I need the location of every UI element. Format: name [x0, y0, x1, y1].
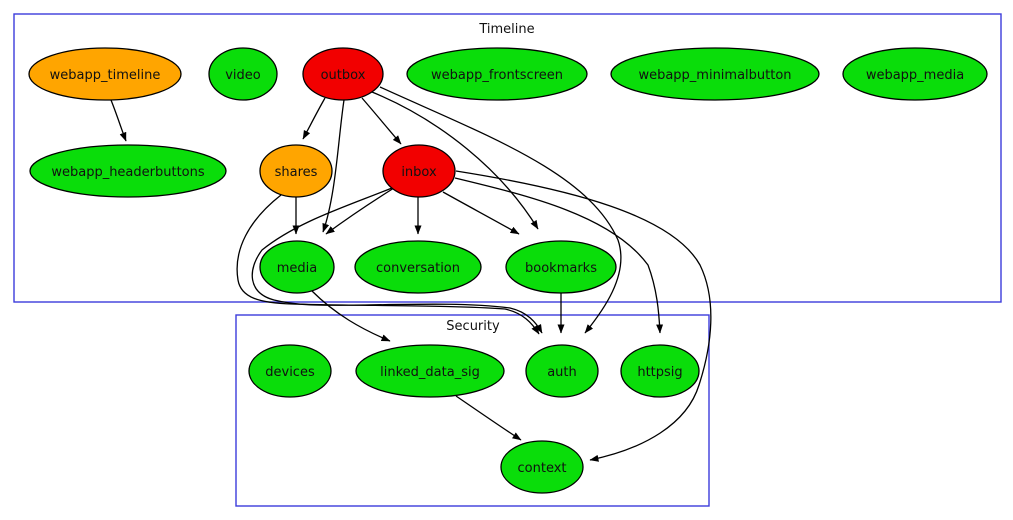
cluster-security-label: Security: [446, 319, 500, 334]
node-auth-label: auth: [547, 365, 577, 380]
node-shares-label: shares: [275, 165, 318, 180]
node-httpsig-label: httpsig: [637, 365, 682, 380]
node-devices-shape: [248, 344, 332, 398]
edge-inbox-media: [325, 187, 395, 235]
nodes: webapp_timeline video outbox webapp_fron…: [28, 47, 988, 494]
node-webapp_frontscreen-label: webapp_frontscreen: [431, 68, 563, 83]
edge-inbox-httpsig: [454, 177, 664, 334]
node-linked_data_sig: linked_data_sig: [355, 344, 505, 398]
node-webapp_minimalbutton-shape: [610, 47, 820, 101]
node-inbox: inbox: [382, 144, 456, 198]
node-webapp_media: webapp_media: [842, 47, 988, 101]
node-outbox-label: outbox: [321, 68, 366, 83]
edge-inbox-auth: [251, 185, 543, 334]
node-webapp_minimalbutton-label: webapp_minimalbutton: [638, 68, 791, 83]
node-video-shape: [208, 47, 278, 101]
edges: [110, 86, 712, 462]
node-bookmarks-label: bookmarks: [525, 261, 597, 276]
node-inbox-shape: [382, 144, 456, 198]
node-bookmarks: bookmarks: [505, 240, 617, 294]
node-webapp_timeline-shape: [28, 47, 182, 101]
node-httpsig-shape: [620, 344, 700, 398]
node-linked_data_sig-label: linked_data_sig: [380, 365, 480, 380]
edge-outbox-shares: [302, 97, 326, 140]
node-media: media: [259, 240, 335, 294]
node-video: video: [208, 47, 278, 101]
edge-media-linked_data_sig: [311, 290, 391, 342]
cluster-timeline-label: Timeline: [478, 22, 534, 37]
node-shares-shape: [259, 144, 333, 198]
node-bookmarks-shape: [505, 240, 617, 294]
node-media-shape: [259, 240, 335, 294]
node-shares: shares: [259, 144, 333, 198]
node-video-label: video: [225, 68, 261, 83]
node-context-label: context: [518, 461, 567, 476]
node-context: context: [500, 440, 584, 494]
node-webapp_media-label: webapp_media: [866, 68, 964, 83]
node-webapp_headerbuttons-label: webapp_headerbuttons: [51, 165, 205, 180]
node-media-label: media: [277, 261, 318, 276]
node-webapp_timeline: webapp_timeline: [28, 47, 182, 101]
cluster-security: Security: [235, 314, 710, 507]
node-auth: auth: [525, 344, 599, 398]
node-webapp_minimalbutton: webapp_minimalbutton: [610, 47, 820, 101]
node-outbox-shape: [302, 47, 384, 101]
edge-outbox-bookmarks: [371, 91, 539, 230]
cluster-timeline-border: [13, 13, 1002, 303]
node-devices: devices: [248, 344, 332, 398]
node-linked_data_sig-shape: [355, 344, 505, 398]
node-outbox: outbox: [302, 47, 384, 101]
cluster-timeline: Timeline: [13, 13, 1002, 303]
node-auth-shape: [525, 344, 599, 398]
edge-inbox-context: [455, 170, 712, 462]
edge-outbox-inbox: [361, 97, 402, 145]
node-inbox-label: inbox: [401, 165, 437, 180]
node-conversation-shape: [354, 240, 482, 294]
node-webapp_media-shape: [842, 47, 988, 101]
node-devices-label: devices: [265, 365, 315, 380]
node-webapp_frontscreen-shape: [406, 47, 588, 101]
edge-outbox-media: [322, 99, 345, 233]
node-conversation: conversation: [354, 240, 482, 294]
node-webapp_frontscreen: webapp_frontscreen: [406, 47, 588, 101]
node-conversation-label: conversation: [376, 261, 460, 276]
node-webapp_timeline-label: webapp_timeline: [50, 68, 161, 83]
edge-outbox-auth: [379, 86, 622, 334]
cluster-security-border: [235, 314, 710, 507]
node-context-shape: [500, 440, 584, 494]
edge-linked_data_sig-context: [455, 395, 522, 441]
node-webapp_headerbuttons-shape: [29, 144, 227, 198]
node-httpsig: httpsig: [620, 344, 700, 398]
node-webapp_headerbuttons: webapp_headerbuttons: [29, 144, 227, 198]
edge-inbox-bookmarks: [442, 191, 520, 235]
edge-webapp_timeline-webapp_headerbuttons: [110, 99, 127, 142]
